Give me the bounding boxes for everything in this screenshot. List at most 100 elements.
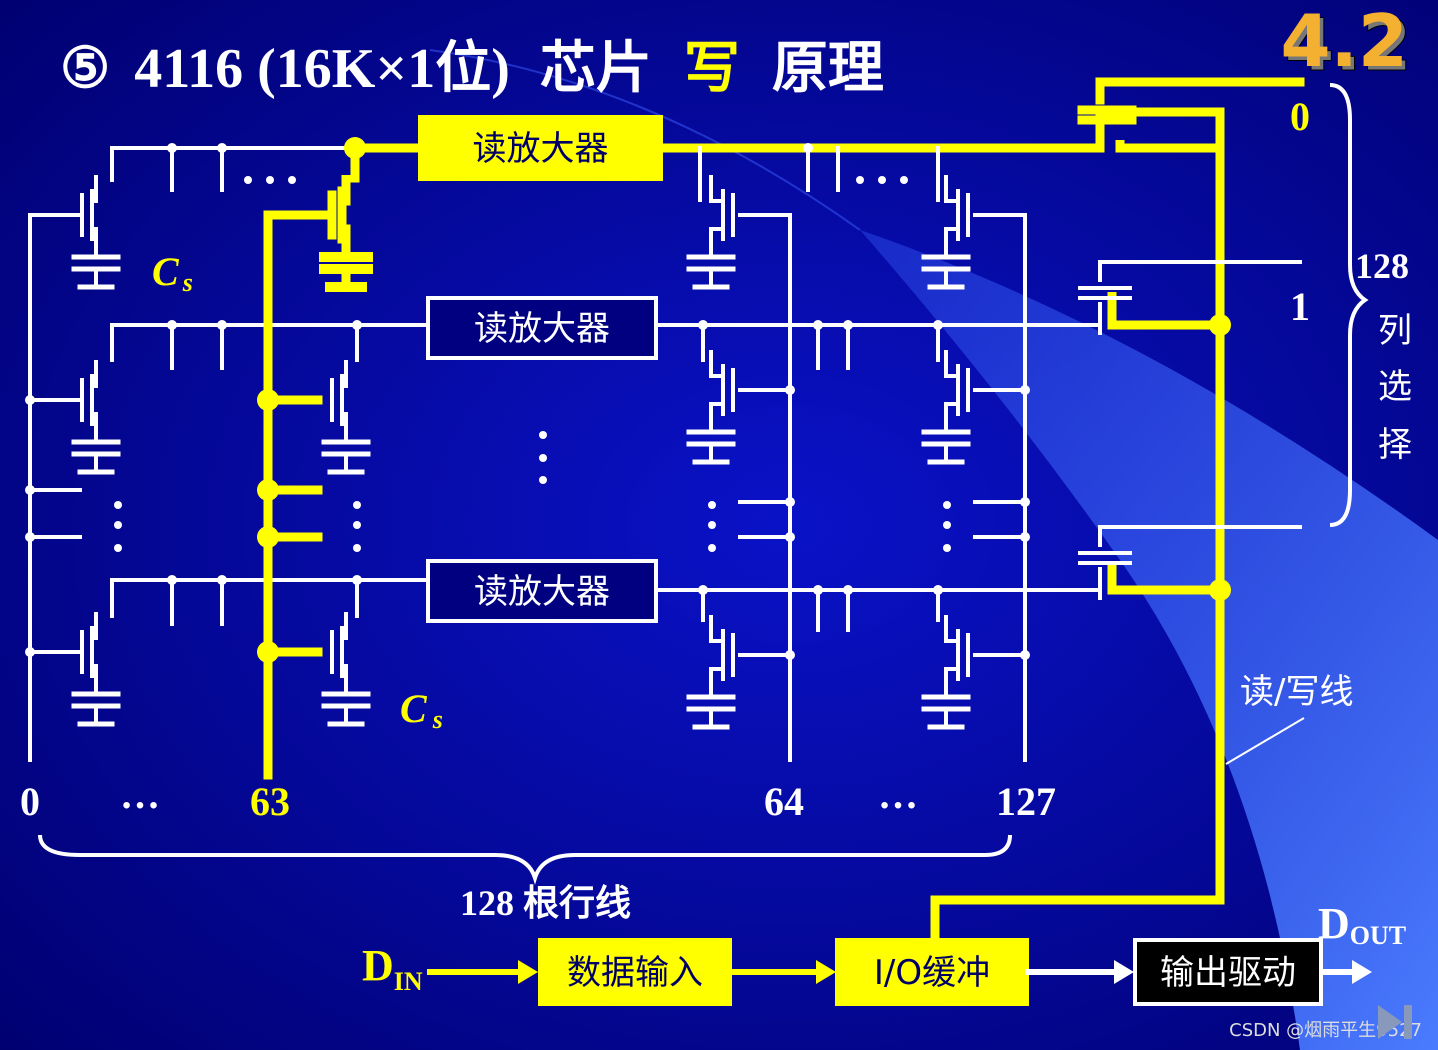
source xyxy=(341,224,351,255)
sense-amp-127-label: 读放大器 xyxy=(474,572,610,612)
write-path xyxy=(257,77,1305,945)
junction-dot xyxy=(217,143,227,153)
junction-dot xyxy=(1020,385,1030,395)
title-suffix: 原理 xyxy=(772,38,884,100)
data-input-block-label: 数据输入 xyxy=(567,953,703,993)
junction-dot xyxy=(1209,314,1231,336)
title-circled-number: ⑤ xyxy=(60,38,110,100)
memory-cell xyxy=(71,360,121,475)
row-number-0: 0 xyxy=(20,779,40,824)
column-brace xyxy=(1329,83,1369,527)
row-brace xyxy=(38,834,1012,885)
memory-cell xyxy=(921,615,971,730)
ellipsis-dot xyxy=(539,476,547,484)
section-badge: 4.2 xyxy=(1280,0,1408,83)
ellipsis-dot xyxy=(708,501,716,509)
junction-dot xyxy=(843,320,853,330)
sense-amp-1-frame xyxy=(426,296,658,360)
source xyxy=(342,412,348,440)
source xyxy=(92,412,98,440)
ellipsis-dot xyxy=(708,521,716,529)
page-title: ⑤ 4116 (16K×1位) 芯片 写 原理 xyxy=(60,38,884,100)
ellipsis-dot xyxy=(878,176,886,184)
drain xyxy=(944,175,958,203)
row-number-ellipsis-right: … xyxy=(878,772,918,817)
ellipsis-dot xyxy=(114,521,122,529)
drain xyxy=(92,612,98,640)
source xyxy=(709,667,723,695)
junction-dot xyxy=(1020,650,1030,660)
ellipsis-dot xyxy=(353,544,361,552)
next-slide-icon[interactable] xyxy=(1378,1005,1412,1039)
sense-amp-0: 读放大器 xyxy=(418,115,663,181)
col-0-link xyxy=(1115,140,1220,153)
source xyxy=(944,402,958,430)
junction-dot xyxy=(167,143,177,153)
memory-cell xyxy=(321,612,371,727)
row-number-63: 63 xyxy=(250,779,290,824)
title-prefix: 芯片 xyxy=(540,38,652,100)
junction-dot xyxy=(803,143,813,153)
dout-label: DOUT xyxy=(1318,899,1406,950)
io-buffer-block-label: I/O缓冲 xyxy=(874,953,990,993)
title-chip: 4116 (16K×1位) xyxy=(134,38,510,100)
junction-dot xyxy=(1020,532,1030,542)
column-count: 128 xyxy=(1355,246,1409,286)
ellipsis-dot xyxy=(353,501,361,509)
drain xyxy=(92,360,98,388)
row-lines-label: 128 根行线 xyxy=(460,883,631,923)
junction-dot xyxy=(25,485,35,495)
ellipsis-dot xyxy=(943,521,951,529)
memory-cell xyxy=(686,175,736,290)
memory-cell xyxy=(71,175,121,290)
junction-dot xyxy=(1209,579,1231,601)
sense-amp-0-frame xyxy=(418,115,663,181)
ellipsis-dot xyxy=(353,521,361,529)
junction-dot xyxy=(843,585,853,595)
junction-dot xyxy=(813,320,823,330)
drain xyxy=(342,360,348,388)
junction-dot xyxy=(785,532,795,542)
junction-dot xyxy=(217,575,227,585)
light-beam xyxy=(860,230,1438,1050)
drain xyxy=(341,175,351,206)
junction-dot xyxy=(785,385,795,395)
col-1-link xyxy=(1107,292,1220,330)
memory-cell xyxy=(686,615,736,730)
output-driver-block-label: 输出驱动 xyxy=(1160,953,1296,993)
source xyxy=(92,664,98,692)
ellipsis-dot xyxy=(114,544,122,552)
junction-dot xyxy=(1020,497,1030,507)
source xyxy=(342,664,348,692)
din-arrow-head xyxy=(518,960,538,984)
drain xyxy=(709,175,723,203)
source xyxy=(944,227,958,255)
memory-cell xyxy=(921,175,971,290)
io-buffer-block: I/O缓冲 xyxy=(835,938,1029,1006)
junction-dot xyxy=(167,320,177,330)
watermark: CSDN @烟雨平生9527 xyxy=(1229,1020,1422,1041)
source xyxy=(709,227,723,255)
column-char-1: 列 xyxy=(1378,311,1412,351)
junction-dot xyxy=(785,497,795,507)
memory-cell xyxy=(71,612,121,727)
col-0-link xyxy=(1095,107,1225,148)
junction-dot xyxy=(257,389,279,411)
output-driver-block: 输出驱动 xyxy=(1133,938,1323,1006)
ellipsis-dot xyxy=(856,176,864,184)
sense-amp-127-frame xyxy=(426,559,658,623)
memory-cell xyxy=(686,350,736,465)
junction-dot xyxy=(25,395,35,405)
ellipsis-dot xyxy=(539,454,547,462)
sense-amp-0-label: 读放大器 xyxy=(473,129,609,169)
col-number-0: 0 xyxy=(1290,94,1310,139)
title-highlight: 写 xyxy=(684,38,740,100)
junction-dot xyxy=(785,650,795,660)
ellipsis-dot xyxy=(539,431,547,439)
junction-dot xyxy=(25,647,35,657)
din-label: DIN xyxy=(362,941,423,996)
